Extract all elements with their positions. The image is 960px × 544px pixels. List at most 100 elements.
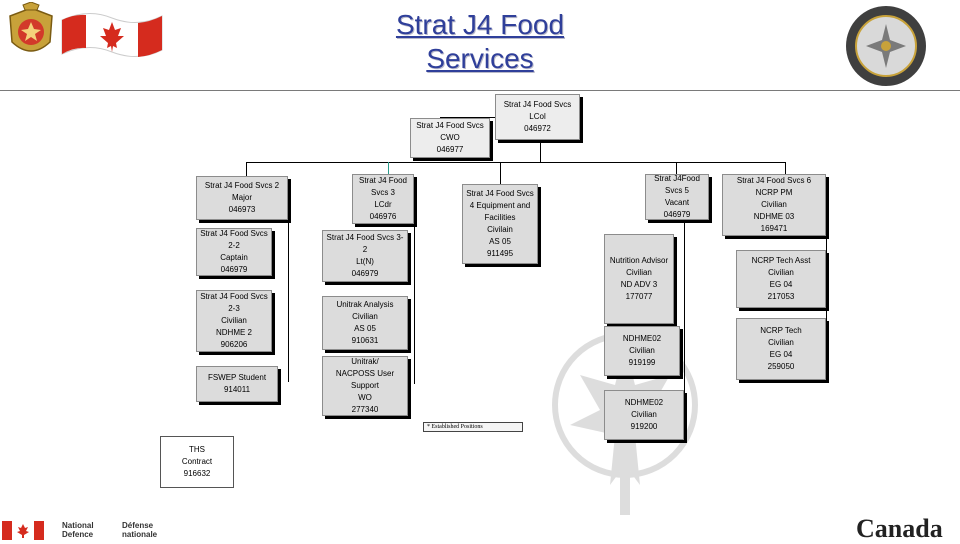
box-line: Vacant — [664, 198, 690, 207]
connector-lcol-cwo — [440, 117, 500, 118]
box-line: Facilities — [484, 213, 516, 222]
box-line: Support — [350, 381, 380, 390]
box-strat-j4-food-svcs-5: Strat J4Food Svcs 5 Vacant 046979 — [645, 174, 709, 220]
box-line: NDHME02 — [622, 334, 662, 343]
connector-drop-svcs6 — [785, 162, 786, 174]
connector-drop-svcs2 — [246, 162, 247, 176]
box-line: AS 05 — [354, 324, 376, 333]
box-line: Contract — [181, 457, 213, 466]
box-unitrak-nacposs-user-support: Unitrak/ NACPOSS User Support WO 277340 — [322, 356, 408, 416]
box-line: Strat J4 Food Svcs 6 — [736, 176, 812, 185]
box-line: 217053 — [767, 292, 795, 301]
box-line: Civilian — [352, 312, 378, 321]
box-line: NCRP Tech Asst — [751, 256, 811, 265]
box-unitrak-analysis: Unitrak Analysis Civilian AS 05 910631 — [322, 296, 408, 350]
box-line: 906206 — [220, 340, 248, 349]
box-ncrp-tech-asst: NCRP Tech Asst Civilian EG 04 217053 — [736, 250, 826, 308]
box-line: Strat J4 Food Svcs 2 — [204, 181, 280, 190]
connector-svcs5-spine — [684, 220, 685, 400]
box-line: CWO — [440, 133, 460, 142]
connector-svcs3-spine — [414, 196, 415, 384]
box-strat-j4-food-svcs-2-3: Strat J4 Food Svcs 2-3 Civilian NDHME 2 … — [196, 290, 272, 352]
box-line: EG 04 — [769, 280, 793, 289]
box-line: 916632 — [183, 469, 211, 478]
box-line: 259050 — [767, 362, 795, 371]
box-line: 2-3 — [228, 304, 240, 313]
box-nutrition-advisor: Nutrition Advisor Civilian ND ADV 3 1770… — [604, 234, 674, 324]
box-line: Major — [231, 193, 252, 202]
box-line: 177077 — [625, 292, 653, 301]
footer-line: National — [62, 521, 94, 530]
box-line: 911495 — [486, 249, 514, 258]
box-line: Civilian — [221, 316, 247, 325]
box-line: NCRP PM — [755, 188, 793, 197]
box-line: ND ADV 3 — [620, 280, 658, 289]
connector-top-bus — [246, 162, 786, 163]
strategic-joint-staff-seal-icon — [846, 6, 926, 86]
box-line: 046979 — [220, 265, 248, 274]
box-strat-j4-food-svcs-3: Strat J4 Food Svcs 3 LCdr 046976 — [352, 174, 414, 224]
box-line: NCRP Tech — [760, 326, 802, 335]
box-line: 277340 — [351, 405, 379, 414]
box-line: 914011 — [223, 385, 251, 394]
header-divider — [0, 90, 960, 91]
box-line: EG 04 — [769, 350, 793, 359]
box-line: 169471 — [760, 224, 788, 233]
box-line: 919199 — [628, 358, 656, 367]
box-line: 046979 — [351, 269, 379, 278]
box-line: THS — [189, 445, 205, 454]
box-line: AS 05 — [489, 237, 511, 246]
box-line: 4 Equipment and — [469, 201, 531, 210]
box-line: Svcs 5 — [664, 186, 689, 195]
box-line: Civilian — [626, 268, 652, 277]
box-strat-j4-food-svcs-lcol: Strat J4 Food Svcs LCol 046972 — [495, 94, 580, 140]
box-strat-j4-food-svcs-4: Strat J4 Food Svcs 4 Equipment and Facil… — [462, 184, 538, 264]
footer-line: Défense — [122, 521, 154, 530]
box-line: Captain — [220, 253, 248, 262]
box-line: 046976 — [369, 212, 397, 221]
box-ndhme02-919200: NDHME02 Civilian 919200 — [604, 390, 684, 440]
box-strat-j4-food-svcs-2-2: Strat J4 Food Svcs 2-2 Captain 046979 — [196, 228, 272, 276]
footer-canada-flag-icon — [2, 521, 44, 540]
box-line: FSWEP Student — [207, 373, 267, 382]
footer-dept-english: National Defence — [62, 521, 94, 539]
page-title: Strat J4 Food Services — [330, 8, 630, 76]
box-line: WO — [358, 393, 372, 402]
box-strat-j4-food-svcs-cwo: Strat J4 Food Svcs CWO 046977 — [410, 118, 490, 158]
box-line: 919200 — [630, 422, 658, 431]
footer-line: nationale — [122, 530, 158, 539]
connector-svcs2-spine — [288, 196, 289, 382]
box-line: Strat J4Food — [654, 174, 700, 183]
connector-drop-svcs3 — [388, 162, 389, 174]
box-line: 046973 — [228, 205, 256, 214]
title-line-1: Strat J4 Food — [395, 9, 565, 40]
box-strat-j4-food-svcs-2: Strat J4 Food Svcs 2 Major 046973 — [196, 176, 288, 220]
canada-wordmark: Canada — [856, 514, 943, 543]
box-line: 046979 — [663, 210, 691, 219]
box-line: NDHME 2 — [215, 328, 252, 337]
connector-drop-svcs4 — [500, 162, 501, 184]
footer-line: Defence — [62, 530, 94, 539]
box-line: 2-2 — [228, 241, 240, 250]
box-line: NACPOSS User — [335, 369, 395, 378]
connector-svcs6-spine — [826, 236, 827, 346]
box-line: LCol — [529, 112, 546, 121]
box-strat-j4-food-svcs-3-2: Strat J4 Food Svcs 3- 2 Lt(N) 046979 — [322, 230, 408, 282]
box-line: 2 — [362, 245, 368, 254]
box-line: 910631 — [351, 336, 379, 345]
box-line: LCdr — [374, 200, 392, 209]
box-line: Civilian — [768, 268, 794, 277]
box-line: Strat J4 Food Svcs — [200, 292, 268, 301]
box-line: Strat J4 Food Svcs 3- — [326, 233, 404, 242]
box-line: Nutrition Advisor — [609, 256, 669, 265]
box-line: 046972 — [524, 124, 551, 133]
box-line: Civilian — [629, 346, 655, 355]
box-line: Strat J4 Food Svcs — [416, 121, 484, 130]
box-ncrp-tech: NCRP Tech Civilian EG 04 259050 — [736, 318, 826, 380]
box-line: NDHME 03 — [753, 212, 795, 221]
box-ndhme02-919199: NDHME02 Civilian 919199 — [604, 326, 680, 376]
footer-dept-french: Défense nationale — [122, 521, 157, 539]
box-line: Unitrak/ — [351, 357, 379, 366]
box-line: Strat J4 Food Svcs — [503, 100, 572, 109]
canadian-forces-crest-icon — [9, 2, 53, 52]
